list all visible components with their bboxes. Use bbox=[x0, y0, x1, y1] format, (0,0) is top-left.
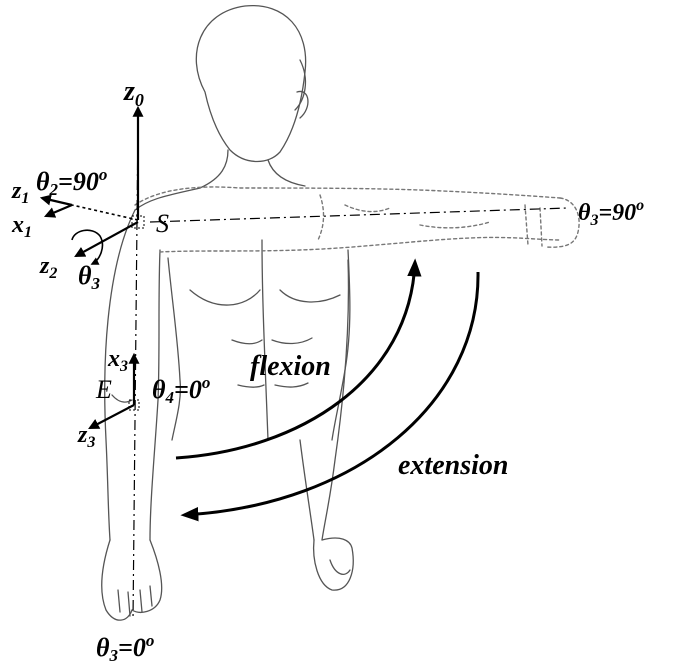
theta2-label: θ2=90o bbox=[36, 165, 107, 199]
z0-label: z0 bbox=[123, 76, 144, 110]
z1-axis-arrow bbox=[42, 198, 72, 205]
x1-label: x1 bbox=[11, 212, 32, 241]
theta3-top-label: θ3=90o bbox=[578, 197, 644, 229]
elbow-label-E: E bbox=[95, 375, 112, 404]
z2-axis-arrow bbox=[76, 222, 138, 256]
x3-label: x3 bbox=[107, 346, 128, 375]
z1-label: z1 bbox=[11, 178, 29, 207]
z3-axis-arrow bbox=[90, 405, 134, 428]
theta3-rotation-arc bbox=[72, 230, 102, 264]
raised-arm-outline bbox=[135, 187, 579, 252]
theta3-bottom-label: θ3=0o bbox=[96, 631, 154, 665]
theta3-mid-label: θ3 bbox=[78, 261, 101, 293]
z1-dotted-line bbox=[72, 205, 138, 220]
z2-label: z2 bbox=[39, 253, 57, 282]
theta4-label: θ4=0o bbox=[152, 373, 210, 407]
extension-label: extension bbox=[398, 450, 508, 481]
x1-axis-arrow bbox=[46, 205, 72, 216]
shoulder-label-S: S bbox=[156, 209, 169, 238]
flexion-label: flexion bbox=[250, 351, 331, 382]
